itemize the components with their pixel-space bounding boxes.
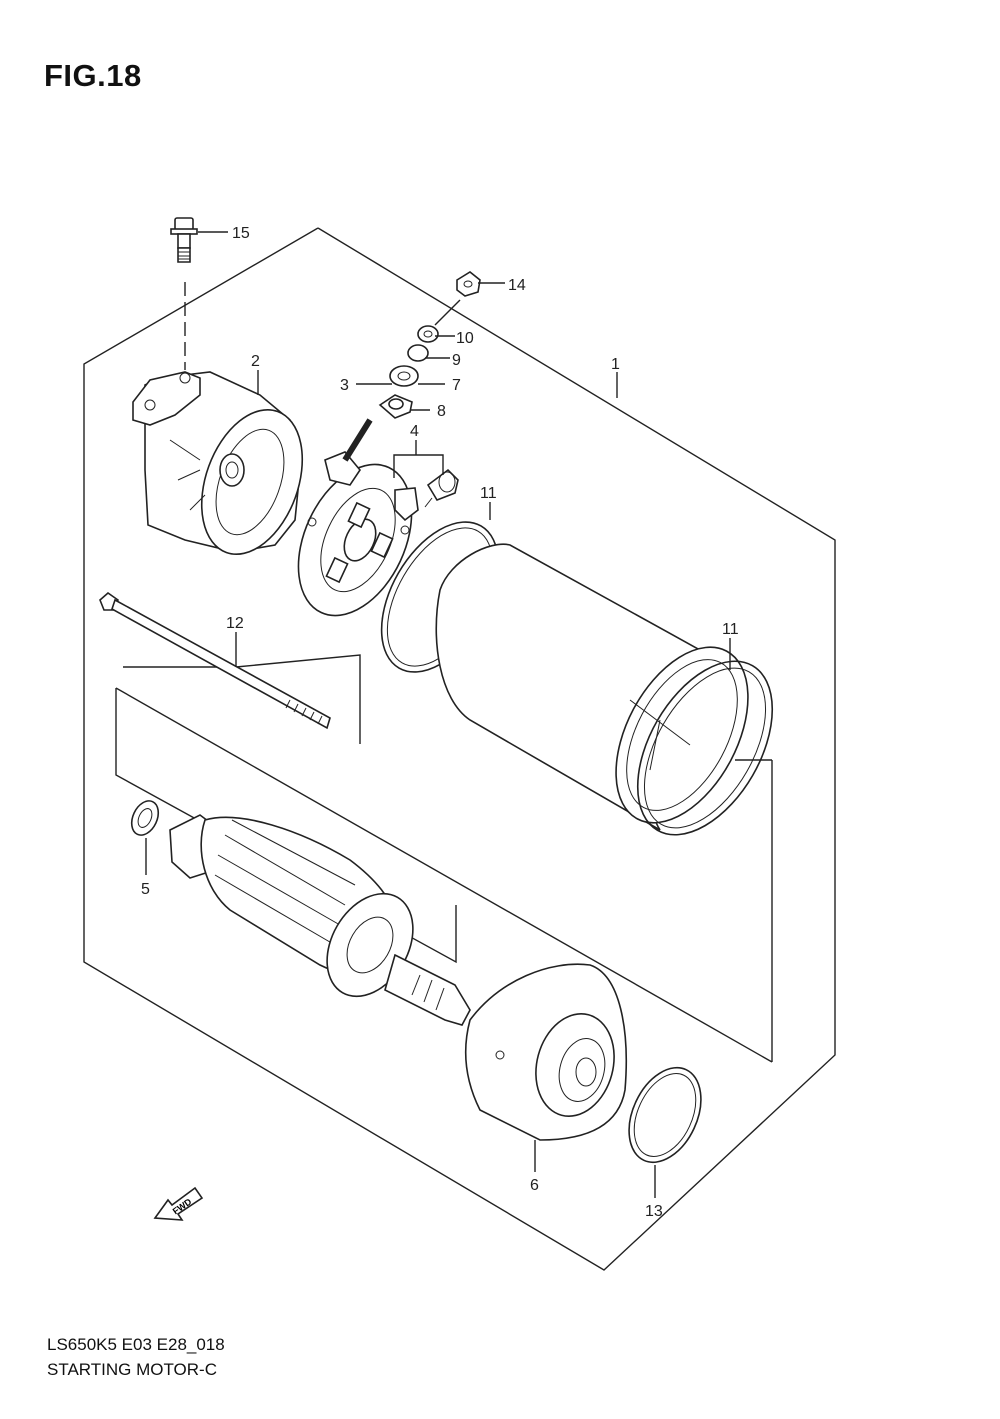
fwd-arrow-icon: FWD xyxy=(153,1186,204,1221)
callout-10: 10 xyxy=(456,330,474,347)
assembly-frame xyxy=(83,227,836,1271)
callout-15: 15 xyxy=(232,225,250,242)
callout-11-left: 11 xyxy=(480,485,497,502)
callout-1: 1 xyxy=(611,356,620,373)
diagram-name: STARTING MOTOR-C xyxy=(47,1360,217,1379)
callout-5: 5 xyxy=(141,881,150,898)
callout-7: 7 xyxy=(452,377,461,394)
through-bolt-part-12 xyxy=(99,591,331,730)
callout-11-right: 11 xyxy=(722,621,739,638)
brush-plate-part-4 xyxy=(297,418,459,617)
bolt-part-15 xyxy=(170,217,198,370)
callout-9: 9 xyxy=(452,352,461,369)
bolt-frame xyxy=(123,654,361,744)
callout-14: 14 xyxy=(508,277,526,294)
callout-3: 3 xyxy=(340,377,349,394)
terminal-hardware xyxy=(378,271,481,419)
callout-2: 2 xyxy=(251,353,260,370)
armature xyxy=(169,814,471,1026)
o-ring-part-11-right xyxy=(636,660,774,836)
callout-8: 8 xyxy=(437,403,446,420)
callout-12: 12 xyxy=(226,615,244,632)
callout-4: 4 xyxy=(410,423,419,440)
callout-13: 13 xyxy=(645,1203,663,1220)
model-code: LS650K5 E03 E28_018 xyxy=(47,1335,225,1354)
end-cover-part-2 xyxy=(132,371,304,556)
washer-part-5 xyxy=(130,800,160,836)
callout-6: 6 xyxy=(530,1177,539,1194)
o-ring-part-13 xyxy=(628,1066,702,1164)
yoke-part-1 xyxy=(435,543,749,831)
housing-part-6 xyxy=(464,963,628,1141)
figure-title: FIG.18 xyxy=(44,58,142,93)
